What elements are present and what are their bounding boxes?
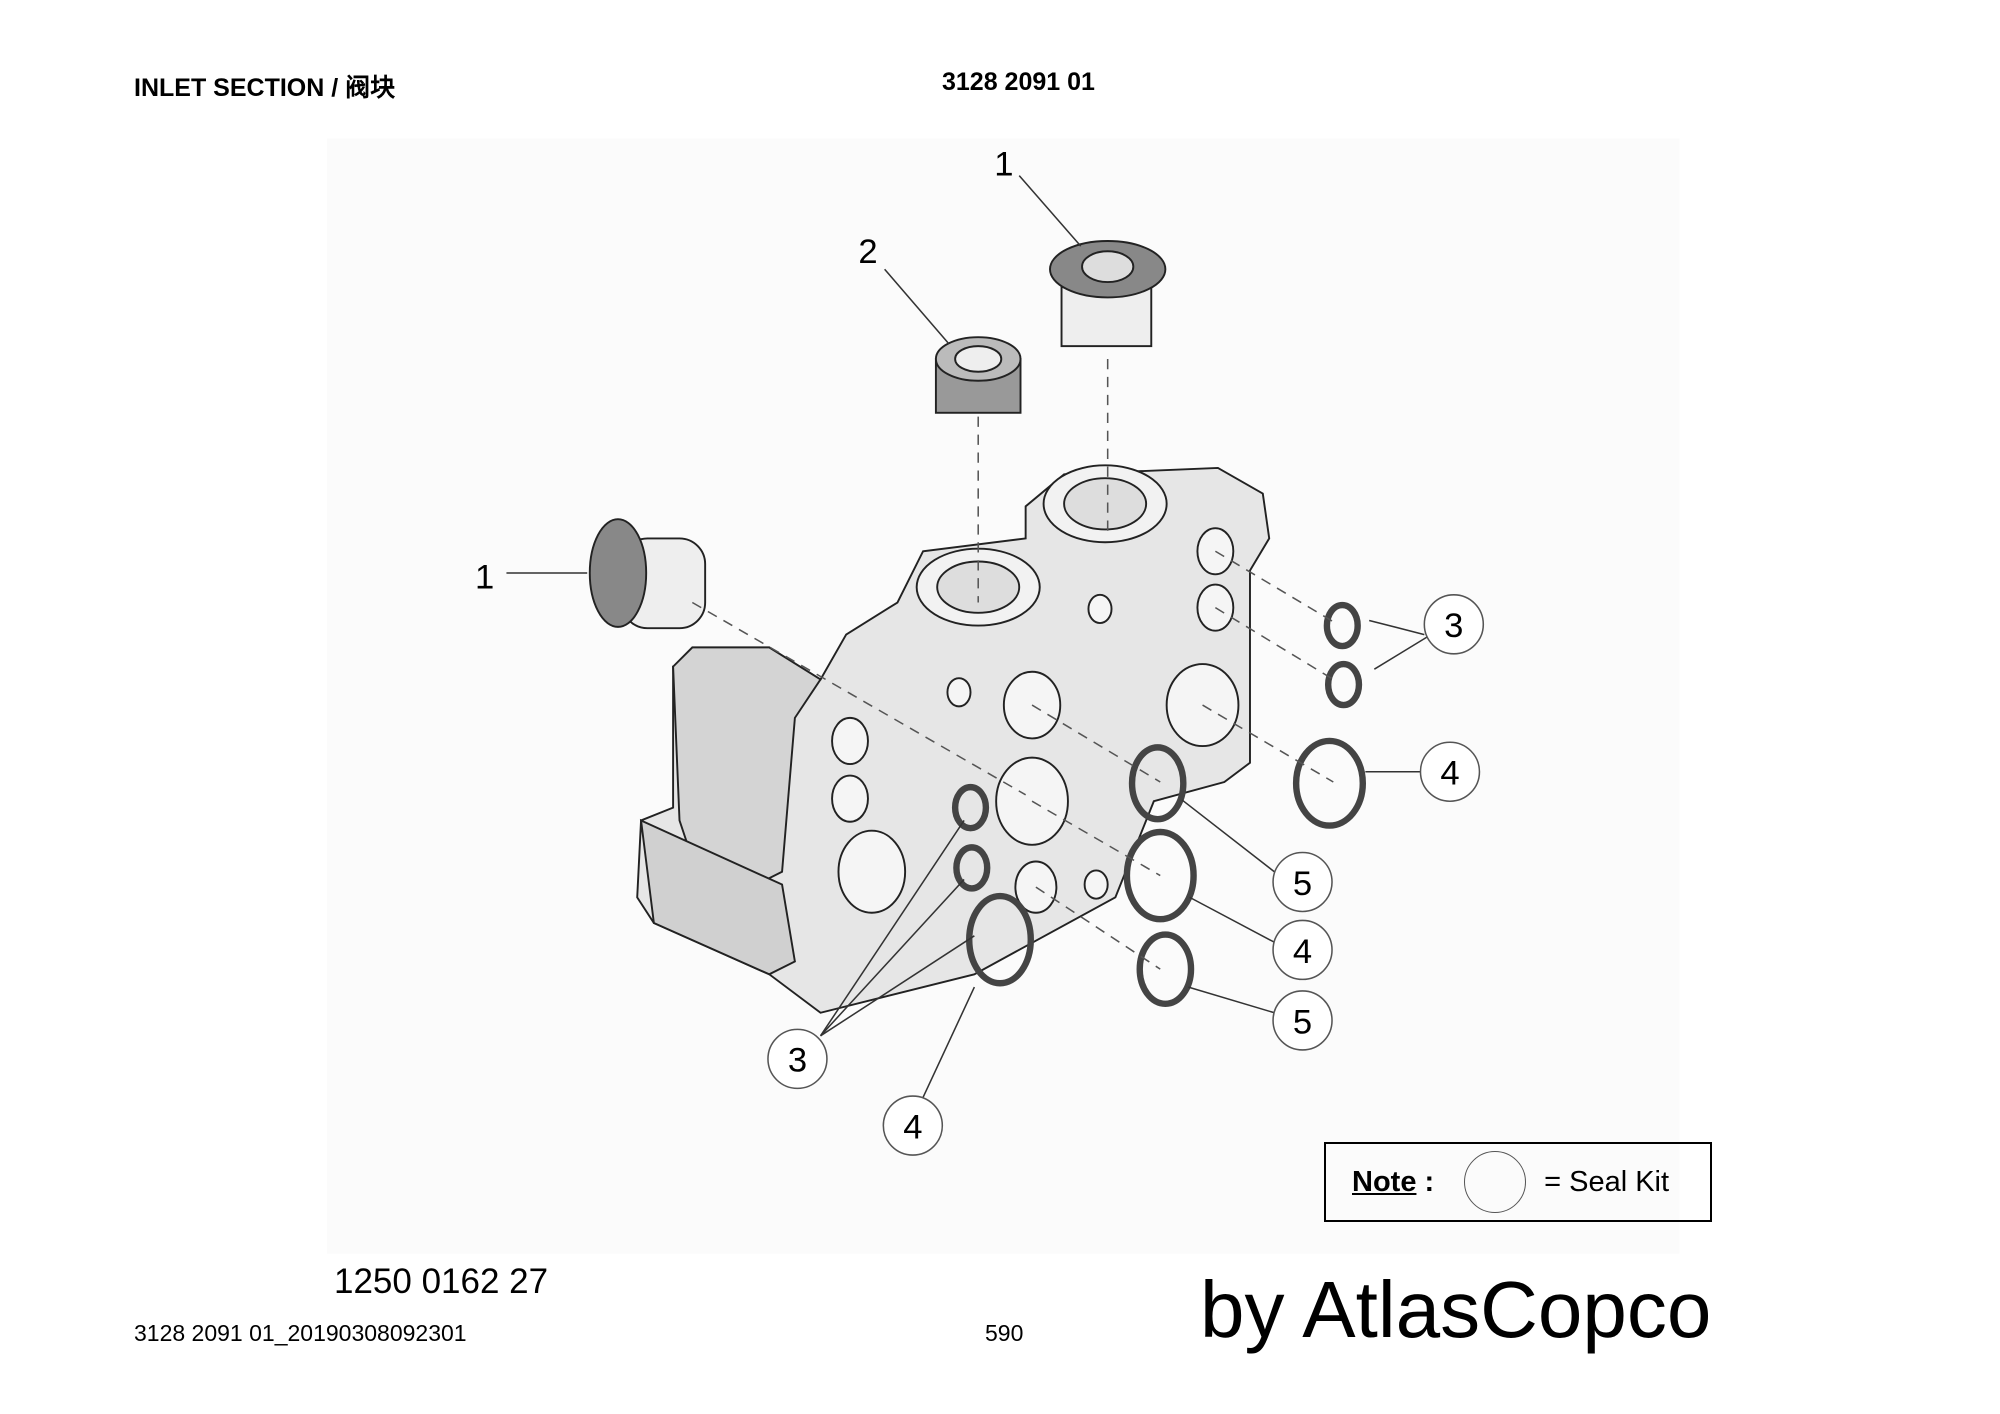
drawing-number: 1250 0162 27	[334, 1262, 549, 1301]
seal-kit-circle-icon	[1464, 1151, 1527, 1213]
callout-4-bottom: 4	[903, 1108, 922, 1146]
file-reference: 3128 2091 01_20190308092301	[134, 1320, 467, 1346]
page-title: INLET SECTION / 阀块	[134, 74, 396, 102]
callout-2: 2	[858, 233, 877, 271]
plug-1-side	[588, 518, 707, 630]
note-text: = Seal Kit	[1544, 1165, 1670, 1198]
callout-4-right: 4	[1440, 755, 1459, 793]
callout-3-right: 3	[1444, 607, 1463, 645]
page-number: 590	[985, 1320, 1024, 1346]
plug-2	[934, 336, 1022, 414]
note-label: Note	[1352, 1165, 1417, 1198]
plug-1-top	[1049, 240, 1167, 348]
callout-1-top: 1	[994, 146, 1013, 184]
seals	[951, 601, 1366, 1007]
callout-labels: 1 2 1 3 4 5 4 5 3 4	[475, 146, 1485, 1156]
callout-circles	[767, 594, 1485, 1156]
callout-1-side: 1	[475, 558, 494, 596]
watermark: by AtlasCopco	[1200, 1265, 1712, 1354]
callout-5-upper: 5	[1293, 865, 1312, 903]
valve-block	[636, 464, 1271, 1014]
callout-3-left: 3	[788, 1042, 807, 1080]
part-number: 3128 2091 01	[942, 68, 1095, 96]
callout-5-lower: 5	[1293, 1003, 1312, 1041]
leader-lines	[506, 175, 1428, 1098]
callout-4-middle: 4	[1293, 933, 1312, 971]
hidden-lines	[691, 358, 1334, 970]
seal-kit-note: Note : = Seal Kit	[1324, 1142, 1712, 1222]
note-colon: :	[1424, 1165, 1435, 1198]
plugs	[588, 240, 1167, 630]
